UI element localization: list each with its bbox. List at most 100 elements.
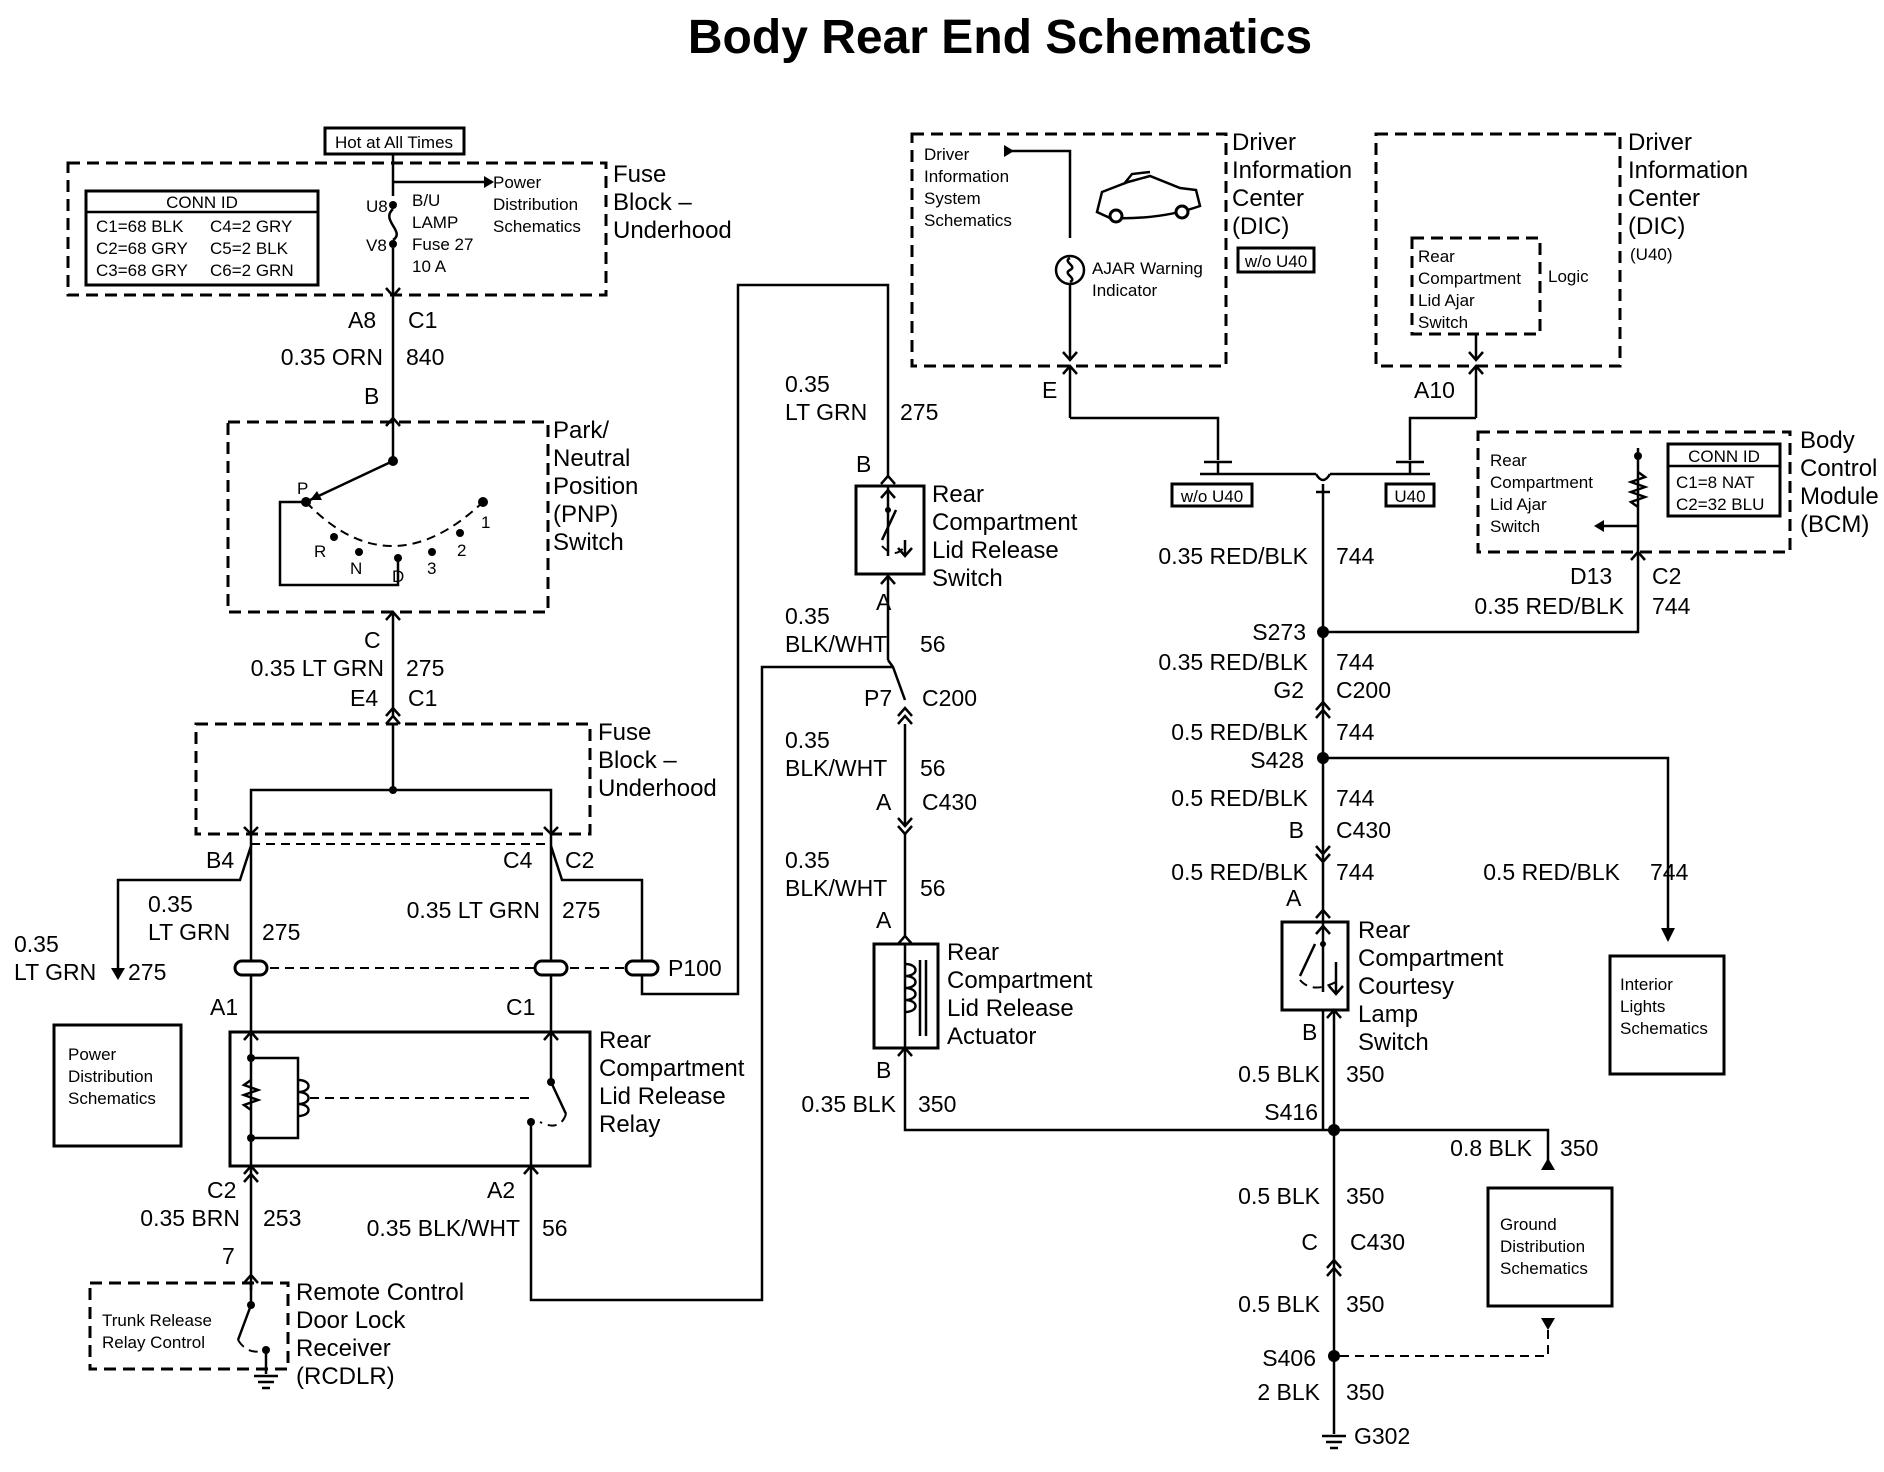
splice-s406 (1328, 1350, 1340, 1362)
pnp-pos: 3 (427, 559, 436, 578)
pin-label: G2 (1273, 677, 1304, 703)
fuse-block-label: Underhood (598, 775, 717, 802)
wire-circuit: 275 (406, 655, 444, 681)
wire-circuit: 253 (263, 1205, 301, 1231)
wire-circuit: 56 (920, 875, 946, 901)
wire-gauge: BLK/WHT (785, 755, 887, 781)
wire-gauge: 0.35 (785, 371, 830, 397)
p100-connector (624, 959, 660, 977)
pin-label: C1 (408, 307, 437, 333)
pnp-label: Neutral (553, 445, 630, 472)
rcdlr-inner: Trunk Release (102, 1311, 212, 1330)
conn-id-header: CONN ID (166, 193, 238, 212)
power-ref-text: Distribution (493, 195, 578, 214)
wire-gauge: LT GRN (785, 399, 867, 425)
rear-compartment-courtesy-lamp-switch (1280, 920, 1350, 1012)
wire-gauge: 0.5 BLK (1238, 1183, 1320, 1209)
wire-circuit: 56 (920, 631, 946, 657)
ground-distribution-box (1486, 1186, 1614, 1308)
wire-gauge: 0.35 BLK (801, 1091, 896, 1117)
wire-circuit: 744 (1336, 543, 1375, 569)
dic-label: Information (1232, 157, 1352, 184)
relay-contact (549, 1081, 568, 1115)
splice-label: S406 (1262, 1345, 1316, 1371)
wire-circuit: 350 (1346, 1061, 1384, 1087)
pin-label: C430 (1336, 817, 1391, 843)
box-text: Distribution (1500, 1237, 1585, 1256)
release-switch-label: Compartment (932, 509, 1078, 536)
wire-circuit: 275 (562, 897, 600, 923)
ajar-indicator-text: Indicator (1092, 281, 1158, 300)
bcm-label: Body (1800, 427, 1855, 454)
dic-inner: Switch (1418, 313, 1468, 332)
dic-inner: Schematics (924, 211, 1012, 230)
pnp-pos: D (392, 567, 404, 586)
pnp-arc (305, 501, 484, 547)
pnp-pos: 1 (481, 513, 490, 532)
bcm-label: Control (1800, 455, 1877, 482)
fuse-block-underhood-top (66, 161, 608, 297)
wire-circuit: 840 (406, 344, 444, 370)
wire-gauge: 2 BLK (1257, 1379, 1320, 1405)
bcm-inner: Compartment (1490, 473, 1593, 492)
pnp-label: Switch (553, 529, 624, 556)
option-tag (1236, 246, 1316, 274)
rcdlr-label: Remote Control (296, 1279, 464, 1306)
pin-label: C (1301, 1229, 1318, 1255)
rear-compartment-lid-release-relay (228, 1030, 592, 1168)
pin-label: D13 (1570, 563, 1612, 589)
pin-label: C2 (565, 847, 594, 873)
conn-row: C1=68 BLK (96, 217, 184, 236)
wire-744-interior (1323, 756, 1670, 940)
rcdlr-label: (RCDLR) (296, 1363, 395, 1390)
box-text: Ground (1500, 1215, 1557, 1234)
dic-inner: Lid Ajar (1418, 291, 1475, 310)
wire-gauge: BLK/WHT (785, 631, 887, 657)
ajar-indicator-text: AJAR Warning (1092, 259, 1203, 278)
courtesy-label: Compartment (1358, 945, 1504, 972)
wire-circuit: 275 (128, 959, 166, 985)
power-distribution-box (52, 1023, 183, 1148)
bcm-label: Module (1800, 483, 1879, 510)
fuse-text: 10 A (412, 257, 447, 276)
dic-label: Center (1232, 185, 1304, 212)
pin-v8: V8 (366, 236, 387, 255)
interior-lights-box (1608, 954, 1726, 1076)
dic-right-box (1374, 132, 1622, 368)
pin-label: A2 (487, 1177, 515, 1203)
wire-gauge: 0.35 (14, 931, 59, 957)
bcm-label: (BCM) (1800, 511, 1869, 538)
pnp-lever (309, 459, 394, 502)
hot-label: Hot at All Times (335, 133, 453, 152)
dic-inner: System (924, 189, 981, 208)
option-text: (U40) (1630, 245, 1673, 264)
box-text: Schematics (1500, 1259, 1588, 1278)
pin-label: B (364, 383, 379, 409)
conn-row: C5=2 BLK (210, 239, 289, 258)
wire-gauge: 0.35 (785, 603, 830, 629)
bcm-inner: Lid Ajar (1490, 495, 1547, 514)
fuse-block-label: Block – (613, 189, 692, 216)
wire-circuit: 350 (1346, 1379, 1384, 1405)
release-switch-label: Lid Release (932, 537, 1059, 564)
dic-inner: Compartment (1418, 269, 1521, 288)
wire-350-ground-dist (1334, 1128, 1550, 1170)
rcdlr-label: Receiver (296, 1335, 391, 1362)
pin-label: A (876, 907, 892, 933)
conn-row: C3=68 GRY (96, 261, 188, 280)
wire-350-center (903, 1048, 1334, 1132)
wire-gauge: 0.35 RED/BLK (1158, 649, 1308, 675)
wire-circuit: 744 (1336, 785, 1375, 811)
pin-label: E (1042, 377, 1057, 403)
pin-label: C200 (922, 685, 977, 711)
arrow-right-icon (484, 176, 494, 188)
fuse-block-label: Block – (598, 747, 677, 774)
dic-inner: Driver (924, 145, 970, 164)
wire-56-left (529, 665, 893, 1302)
pin-label: C1 (506, 994, 535, 1020)
pin-label: A10 (1414, 377, 1455, 403)
fuse-icon (388, 208, 398, 242)
option-tag-text: w/o U40 (1244, 252, 1307, 271)
pin-label: B (876, 1057, 891, 1083)
page-title: Body Rear End Schematics (688, 11, 1312, 64)
